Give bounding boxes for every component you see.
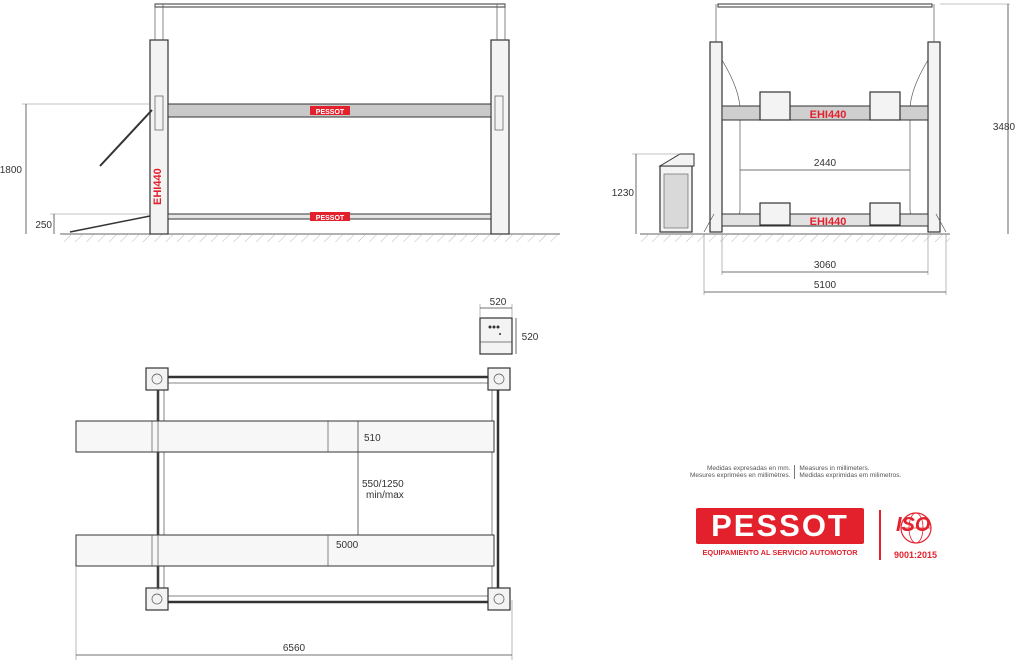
brand-logo: PESSOT [696,508,864,544]
iso-mark: ISO [896,514,931,536]
control-box-depth-dim: 520 [522,332,539,343]
units-note-pt: Medidas exprimidas em milimetros. [799,472,902,479]
upper-beam-brand: PESSOT [316,109,345,116]
front-overall-width-dim: 5100 [814,280,837,291]
front-view: EHI440 EHI440 3480 1230 2440 3060 5100 [612,3,1016,295]
units-note-es: Medidas expresadas en mm. [706,465,791,472]
front-upper-model: EHI440 [810,109,847,121]
plan-overall-length-dim: 6560 [283,643,306,654]
front-cabinet-height-dim: 1230 [612,188,635,199]
brand-block: PESSOT EQUIPAMIENTO AL SERVICIO AUTOMOTO… [696,508,956,568]
plan-view: 510 550/1250 min/max 5000 6560 [75,367,513,660]
side-view: PESSOT PESSOT EHI440 1800 250 [0,3,560,242]
brand-tagline: EQUIPAMIENTO AL SERVICIO AUTOMOTOR [702,548,858,557]
iso-badge: ISO 9001:2015 [892,510,952,562]
plan-gap-note: min/max [366,490,404,501]
control-box-plan: 520 520 [479,297,539,355]
front-total-height-dim: 3480 [993,122,1016,133]
side-ramp-dim: 250 [35,220,52,231]
front-inner-width-dim: 2440 [814,158,837,169]
units-note: Medidas expresadas en mm. Mesures exprim… [690,465,970,479]
iso-standard: 9001:2015 [894,550,938,560]
side-model-label: EHI440 [152,168,164,205]
units-note-en: Measures in millimeters. [799,465,870,472]
units-note-fr: Mesures exprimées en millimètres. [690,472,791,479]
lower-platform-brand: PESSOT [316,215,345,222]
brand-divider [879,510,881,560]
side-height-dim: 1800 [0,165,22,176]
front-post-width-dim: 3060 [814,260,837,271]
plan-gap-dim: 550/1250 [362,479,404,490]
front-lower-model: EHI440 [810,216,847,228]
globe-icon [900,512,932,544]
plan-runway-width-dim: 510 [364,433,381,444]
plan-runway-length-dim: 5000 [336,540,359,551]
control-box-width-dim: 520 [490,297,507,308]
